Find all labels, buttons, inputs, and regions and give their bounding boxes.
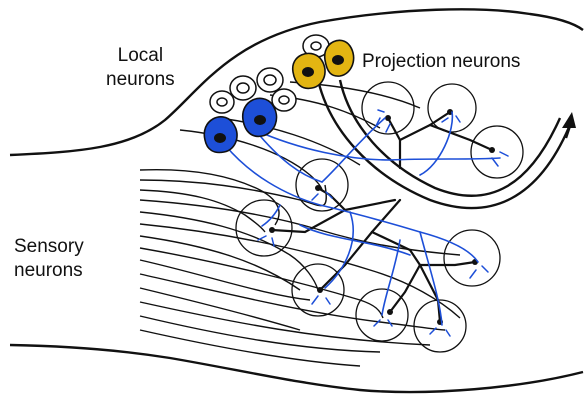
glomerulus [471, 126, 523, 178]
local-neurons-label-line1: Local [106, 44, 175, 68]
sensory-neurons-label: Sensory neurons [14, 235, 84, 283]
local-neurons-label-line2: neurons [106, 68, 175, 92]
sensory-neurons-label-line2: neurons [14, 259, 84, 283]
local-neurons-label: Local neurons [106, 44, 175, 92]
arrow-icon [562, 112, 576, 138]
glomerulus [444, 230, 500, 286]
projection-neuron-dendrites [272, 112, 492, 322]
structure-outline-bottom [10, 345, 583, 392]
sensory-axons [140, 82, 460, 366]
dendrite-terminal-dots [269, 109, 495, 325]
sensory-neurons-label-line1: Sensory [14, 235, 84, 259]
glomerulus [362, 82, 414, 134]
local-neuron-processes [225, 112, 500, 325]
glomerulus [296, 159, 348, 211]
projection-neurons-label: Projection neurons [362, 50, 520, 74]
glomerulus [236, 200, 292, 256]
